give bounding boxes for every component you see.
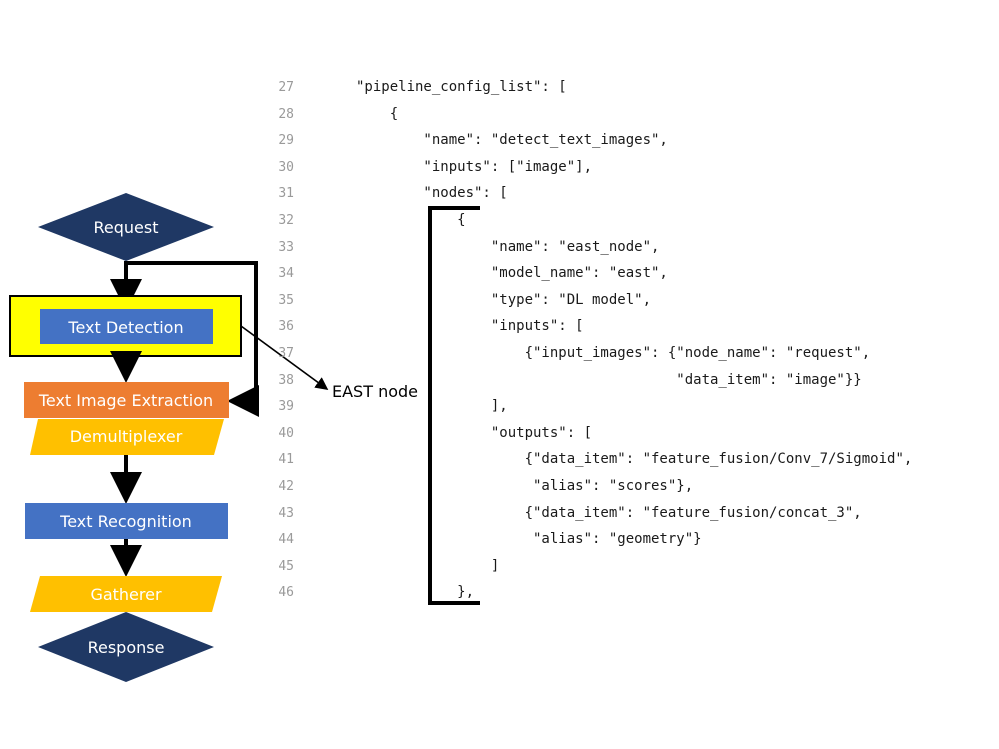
line-number: 30 [278, 159, 294, 175]
east-node-annotation: EAST node [332, 382, 418, 401]
text-recognition-label: Text Recognition [59, 512, 192, 531]
code-text: ] [356, 557, 500, 574]
line-number: 45 [278, 558, 294, 574]
line-number: 31 [278, 186, 294, 202]
text-detection-label: Text Detection [67, 318, 183, 337]
code-text: { [356, 211, 466, 228]
line-number: 29 [278, 133, 294, 149]
text-detection-box [40, 309, 213, 344]
line-number: 38 [278, 372, 294, 388]
code-text: "model_name": "east", [356, 265, 668, 282]
code-text: "name": "detect_text_images", [356, 132, 668, 149]
code-line: 28 { [270, 101, 912, 128]
text-recognition-node: Text Recognition [25, 503, 228, 539]
code-text: "outputs": [ [356, 424, 593, 441]
line-number: 35 [278, 292, 294, 308]
code-text: {"input_images": {"node_name": "request"… [356, 344, 871, 361]
line-number: 33 [278, 239, 294, 255]
gatherer-label: Gatherer [90, 585, 162, 604]
code-listing: 27"pipeline_config_list": [28 {29 "name"… [270, 74, 912, 606]
code-line: 46 }, [270, 579, 912, 606]
code-line: 29 "name": "detect_text_images", [270, 127, 912, 154]
code-text: "type": "DL model", [356, 291, 652, 308]
code-line: 33 "name": "east_node", [270, 234, 912, 261]
text-detection-node: Text Detection [9, 295, 242, 357]
code-line: 35 "type": "DL model", [270, 287, 912, 314]
request-node: Request [38, 193, 214, 261]
code-text: { [356, 105, 399, 122]
demultiplexer-label: Demultiplexer [70, 427, 183, 446]
code-line: 43 {"data_item": "feature_fusion/concat_… [270, 500, 912, 527]
line-number: 40 [278, 425, 294, 441]
line-number: 43 [278, 505, 294, 521]
line-number: 27 [278, 80, 294, 95]
gatherer-node: Gatherer [30, 576, 222, 612]
line-number: 28 [278, 106, 294, 122]
line-number: 44 [278, 532, 294, 548]
response-node: Response [38, 612, 214, 682]
code-text: "nodes": [ [356, 185, 508, 202]
line-number: 32 [278, 212, 294, 228]
code-text: }, [356, 584, 475, 601]
code-line: 40 "outputs": [ [270, 420, 912, 447]
line-number: 41 [278, 452, 294, 468]
line-number: 39 [278, 399, 294, 415]
code-text: {"data_item": "feature_fusion/concat_3", [356, 504, 862, 521]
east-node-pointer [240, 325, 329, 390]
text-image-extraction-label: Text Image Extraction [38, 391, 213, 410]
demultiplexer-node: Demultiplexer [30, 419, 224, 455]
code-line: 44 "alias": "geometry"} [270, 526, 912, 553]
code-line: 30 "inputs": ["image"], [270, 154, 912, 181]
line-number: 46 [278, 585, 294, 601]
code-text: "alias": "scores"}, [356, 477, 694, 494]
line-number: 37 [278, 345, 294, 361]
code-text: {"data_item": "feature_fusion/Conv_7/Sig… [356, 451, 913, 468]
code-text: "inputs": [ [356, 318, 584, 335]
code-text: "alias": "geometry"} [356, 531, 702, 548]
code-text: "inputs": ["image"], [356, 158, 593, 175]
code-line: 45 ] [270, 553, 912, 580]
text-image-extraction-node: Text Image Extraction [24, 382, 229, 418]
code-line: 39 ], [270, 393, 912, 420]
code-bracket [428, 206, 480, 605]
line-number: 36 [278, 319, 294, 335]
code-line: 32 { [270, 207, 912, 234]
code-line: 41 {"data_item": "feature_fusion/Conv_7/… [270, 446, 912, 473]
code-text: "name": "east_node", [356, 238, 660, 255]
code-line: 36 "inputs": [ [270, 313, 912, 340]
code-text: "data_item": "image"}} [356, 371, 862, 388]
code-line: 42 "alias": "scores"}, [270, 473, 912, 500]
code-line: 38 "data_item": "image"}} [270, 367, 912, 394]
request-label: Request [94, 218, 159, 237]
code-line: 37 {"input_images": {"node_name": "reque… [270, 340, 912, 367]
response-label: Response [88, 638, 165, 657]
code-line: 27 "pipeline_config_list": [ [270, 74, 912, 101]
code-text: "pipeline_config_list": [ [356, 79, 567, 95]
line-number: 42 [278, 478, 294, 494]
code-line: 34 "model_name": "east", [270, 260, 912, 287]
code-text: ], [356, 398, 508, 415]
line-number: 34 [278, 266, 294, 282]
code-line: 31 "nodes": [ [270, 180, 912, 207]
